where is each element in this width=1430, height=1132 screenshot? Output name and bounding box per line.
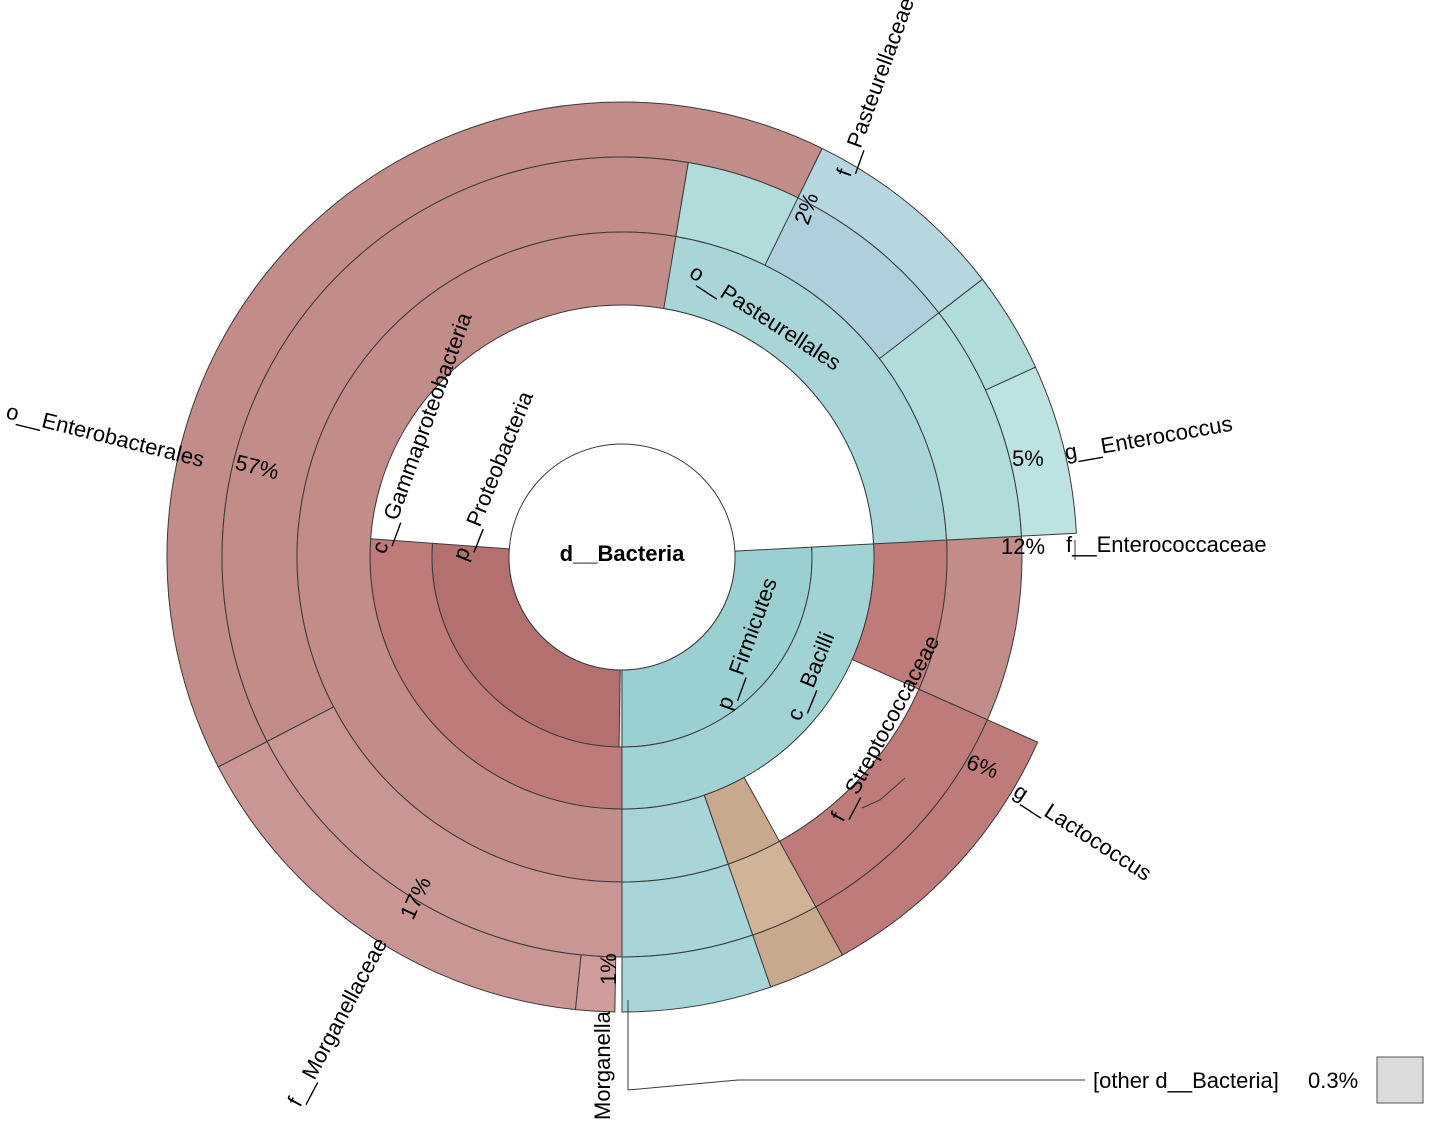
legend-other-swatch (1376, 1056, 1424, 1104)
leader-line-1 (627, 1000, 1085, 1091)
value-f-enterococcaceae: 12% (1001, 534, 1045, 559)
outer-shell-gamma-rest-g[interactable] (815, 719, 1039, 956)
label-g-lactococcus: g__Lactococcus (1009, 778, 1156, 886)
legend-other-label: [other d__Bacteria] (1093, 1068, 1279, 1093)
label-o-enterobacterales: o__Enterobacterales (4, 399, 207, 472)
segment-root[interactable] (508, 443, 736, 671)
segment-morgan_g[interactable] (574, 954, 617, 1013)
segment-pasteur_f[interactable] (727, 840, 817, 936)
value-morganella: 1% (596, 953, 621, 985)
segment-enteroc_g[interactable] (984, 366, 1077, 537)
center-label-bacteria: d__Bacteria (560, 541, 686, 566)
value-g-enterococcus: 5% (1012, 446, 1044, 471)
label-morganella: Morganella (590, 1010, 615, 1120)
label-f-pasteurellaceae: f__Pasteurellaceae (831, 0, 919, 180)
segment-enteroc_f[interactable] (675, 161, 1022, 541)
leader-line-0 (861, 777, 906, 809)
label-f-enterococcaceae: f__Enterococcaceae (1066, 532, 1267, 557)
segment-lactoc_g[interactable] (797, 147, 984, 314)
legend-other-value: 0.3% (1308, 1068, 1358, 1093)
label-f-morganellaceae: f__Morganellaceae (282, 933, 392, 1110)
segment-morgan_f[interactable] (266, 706, 623, 958)
label-g-enterococcus: g__Enterococcus (1063, 411, 1235, 465)
